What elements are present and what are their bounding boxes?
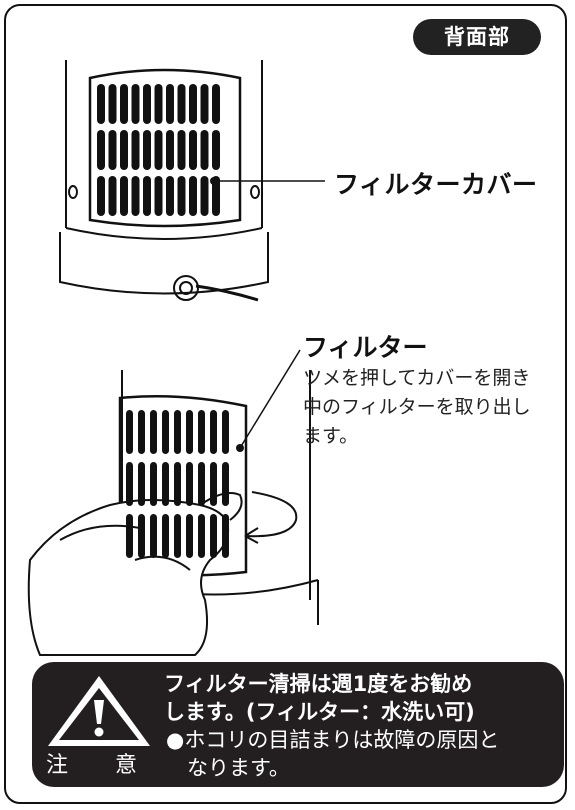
grille-slot — [174, 462, 181, 506]
grille-slot — [200, 84, 209, 124]
grille-slot — [138, 514, 145, 558]
grille-slot — [222, 410, 229, 454]
grille-slot — [198, 410, 205, 454]
grille-slot — [131, 130, 140, 170]
grille-slot — [120, 130, 128, 170]
grille-slot — [166, 176, 174, 216]
filter-grille-top — [97, 84, 220, 216]
grille-slot — [162, 514, 169, 558]
grille-slot — [186, 462, 193, 506]
grille-slot — [222, 514, 229, 558]
grille-slot — [143, 84, 151, 124]
filter-label: フィルター — [303, 333, 428, 362]
grille-slot — [189, 84, 197, 124]
grille-slot — [166, 84, 174, 124]
grille-slot — [138, 462, 145, 506]
grille-slot — [174, 410, 181, 454]
grille-slot — [200, 176, 209, 216]
grille-slot — [189, 176, 197, 216]
grille-slot — [126, 514, 133, 558]
grille-slot — [186, 514, 193, 558]
grille-slot — [154, 130, 163, 170]
grille-slot — [150, 514, 157, 558]
caution-text: フィルター清掃は週1度をお勧め します。(フィルター：水洗い可) ●ホコリの目詰… — [164, 670, 559, 782]
grille-slot — [108, 130, 117, 170]
rear-section-badge: 背面部 — [413, 19, 541, 55]
grille-slot — [177, 84, 186, 124]
cover-leader-dot — [210, 177, 218, 185]
caution-note-line: なります。 — [166, 756, 290, 780]
grille-slot — [143, 176, 151, 216]
grille-slot — [97, 130, 105, 170]
grille-slot — [150, 462, 157, 506]
warning-triangle-icon — [48, 676, 150, 746]
grille-slot — [162, 462, 169, 506]
removal-instructions: ツメを押してカバーを開き 中のフィルターを取り出し ます。 — [303, 364, 568, 451]
grille-slot — [154, 84, 163, 124]
grille-slot — [120, 176, 128, 216]
grille-slot — [108, 84, 117, 124]
grille-slot — [212, 84, 220, 124]
grille-slot — [186, 410, 193, 454]
page-frame — [4, 4, 567, 804]
grille-slot — [198, 514, 205, 558]
grille-slot — [154, 176, 163, 216]
filter-leader-dot — [236, 444, 244, 452]
grille-slot — [162, 410, 169, 454]
caution-bold-line: します。(フィルター：水洗い可) — [164, 700, 475, 724]
instruction-line: ます。 — [303, 425, 359, 447]
grille-slot — [97, 84, 105, 124]
grille-slot — [166, 130, 174, 170]
removal-view-drawing — [27, 370, 319, 656]
grille-slot — [200, 130, 209, 170]
caution-kanji: 注 意 — [46, 753, 157, 778]
grille-slot — [210, 462, 217, 506]
grille-slot — [120, 84, 128, 124]
grille-slot — [126, 462, 133, 506]
grille-slot — [212, 130, 220, 170]
filter-cover-label: フィルターカバー — [334, 170, 538, 199]
caution-note-line: ●ホコリの目詰まりは故障の原因と — [166, 728, 500, 752]
instruction-line: ツメを押してカバーを開き — [303, 367, 531, 389]
grille-slot — [210, 514, 217, 558]
grille-slot — [108, 176, 117, 216]
grille-slot — [177, 176, 186, 216]
grille-slot — [177, 130, 186, 170]
grille-slot — [189, 130, 197, 170]
grille-slot — [126, 410, 133, 454]
heater-illustration — [27, 60, 325, 656]
grille-slot — [97, 176, 105, 216]
grille-slot — [150, 410, 157, 454]
grille-slot — [131, 84, 140, 124]
filter-grille-bottom — [126, 410, 229, 558]
grille-slot — [174, 514, 181, 558]
grille-slot — [222, 462, 229, 506]
caution-bold-line: フィルター清掃は週1度をお勧め — [164, 672, 473, 696]
grille-slot — [210, 410, 217, 454]
grille-slot — [131, 176, 140, 216]
grille-slot — [212, 176, 220, 216]
grille-slot — [198, 462, 205, 506]
filter-leader-line — [239, 349, 301, 449]
instruction-line: 中のフィルターを取り出し — [303, 396, 531, 418]
rear-view-drawing — [59, 60, 269, 302]
caution-box: 注 意 フィルター清掃は週1度をお勧め します。(フィルター：水洗い可) ●ホコ… — [32, 662, 564, 787]
grille-slot — [138, 410, 145, 454]
grille-slot — [143, 130, 151, 170]
